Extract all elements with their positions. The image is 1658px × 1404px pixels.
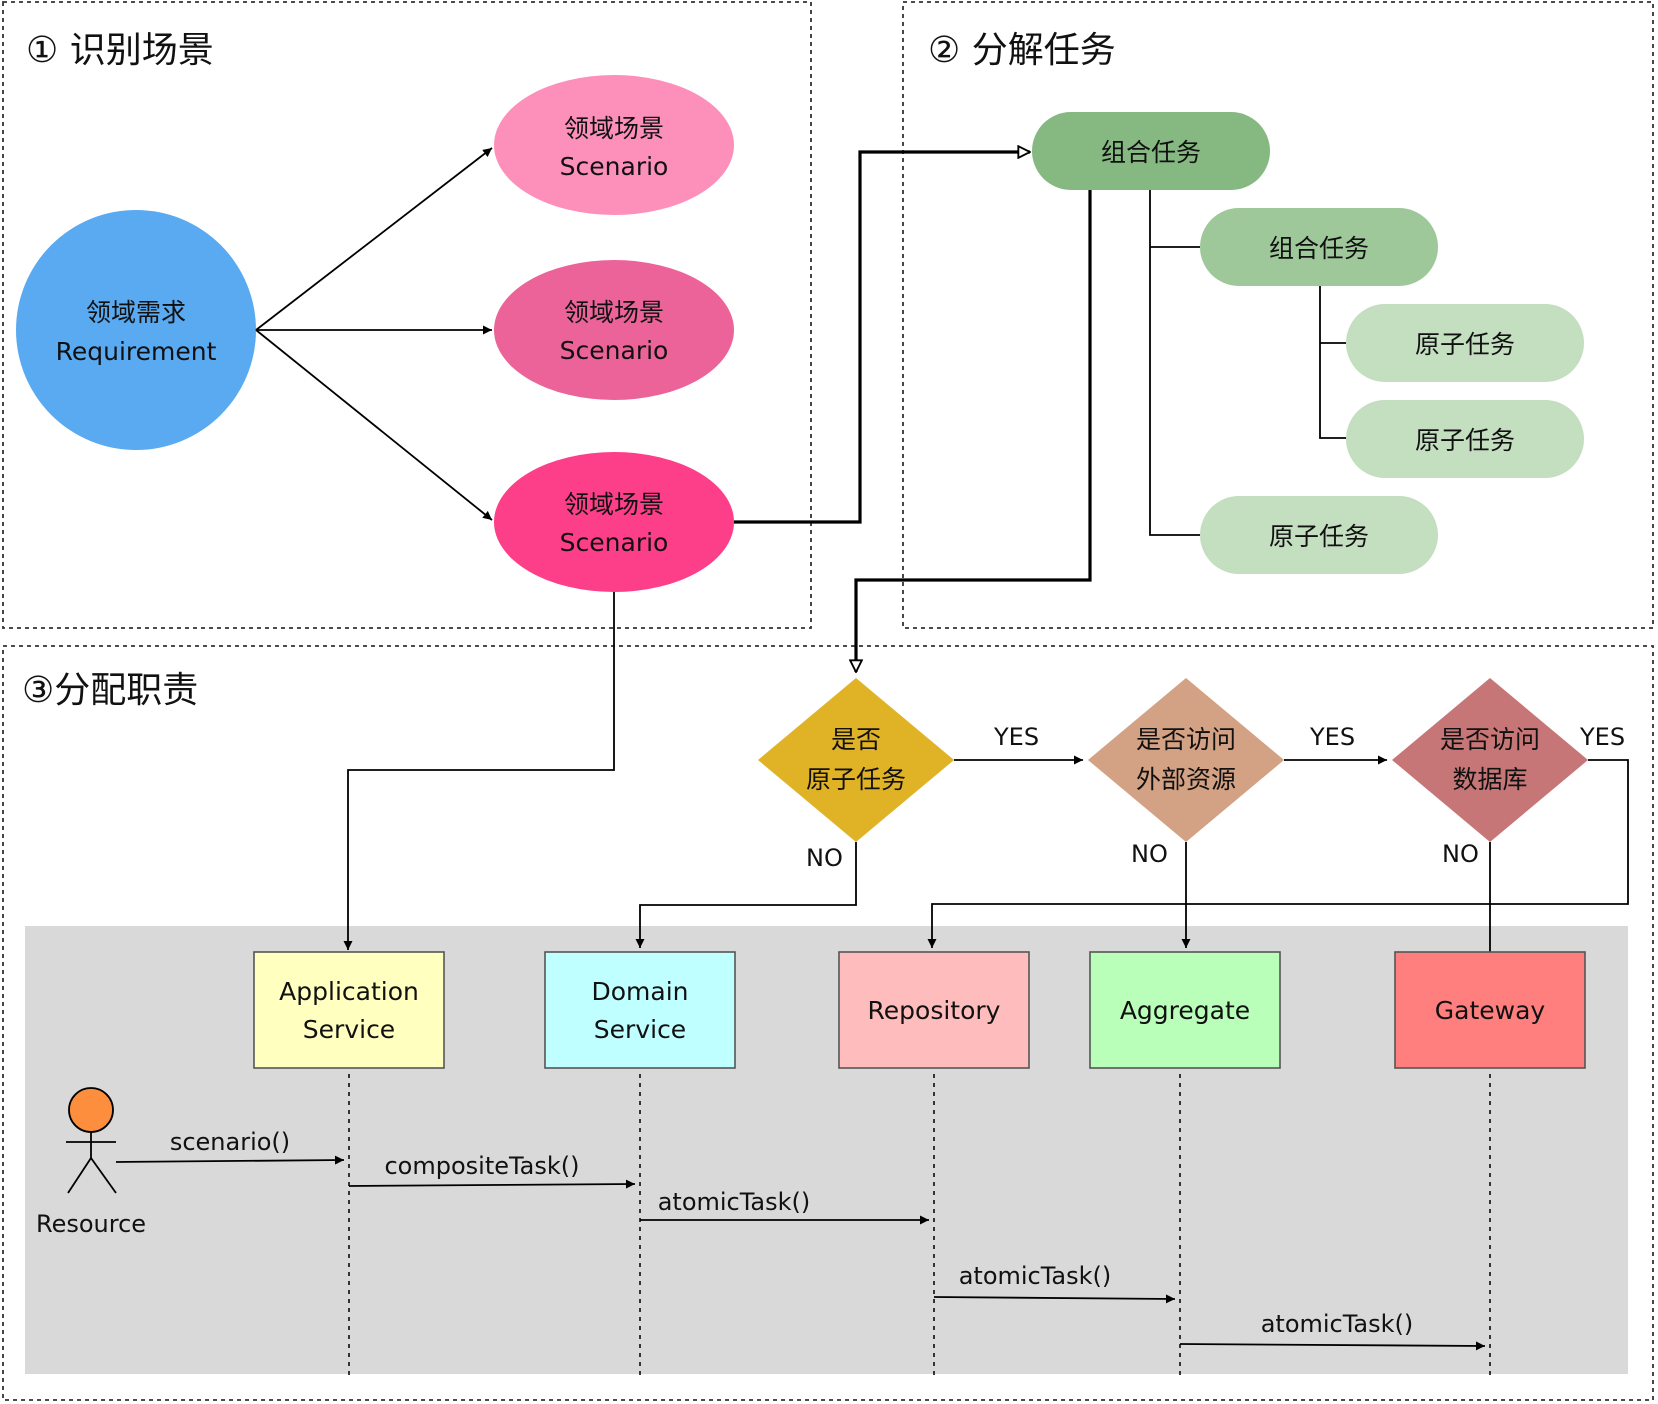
edge-yes-3	[927, 759, 1629, 948]
component-application-service	[253, 951, 445, 1069]
message-composite-task-label: compositeTask()	[384, 1152, 579, 1180]
edge-requirement-scenario-3	[255, 329, 493, 521]
scenario-2-label-en: Scenario	[560, 336, 669, 365]
composite-task-child	[1200, 208, 1438, 286]
scenario-1-label-en: Scenario	[560, 152, 669, 181]
component-application-service-line1: Application	[279, 977, 419, 1006]
section-title-decompose: ② 分解任务	[928, 30, 1116, 71]
scenario-2-label-cn: 领域场景	[564, 298, 664, 327]
decision-atomic	[758, 678, 954, 842]
component-repository	[838, 951, 1030, 1069]
decision-external-line1: 是否访问	[1136, 725, 1236, 754]
component-application-service-line2: Service	[303, 1015, 395, 1044]
scenario-node-1	[494, 75, 734, 215]
component-gateway	[1394, 951, 1586, 1069]
atomic-task-3-label: 原子任务	[1269, 522, 1369, 551]
decision-external-resource	[1088, 678, 1284, 842]
no-label-1: NO	[806, 844, 843, 872]
edge-composite-to-decision	[856, 190, 1092, 672]
component-domain-service-line1: Domain	[591, 977, 688, 1006]
component-aggregate-label: Aggregate	[1120, 996, 1250, 1025]
composite-task-child-label: 组合任务	[1269, 234, 1369, 263]
decision-database	[1392, 678, 1588, 842]
edge-no-1	[635, 842, 857, 948]
atomic-task-2	[1346, 400, 1584, 478]
actor-label: Resource	[36, 1210, 146, 1238]
no-label-3: NO	[1442, 840, 1479, 868]
component-repository-label: Repository	[868, 996, 1001, 1025]
atomic-task-3	[1200, 496, 1438, 574]
component-domain-service	[544, 951, 736, 1069]
decision-atomic-line2: 原子任务	[806, 765, 906, 794]
requirement-label-cn: 领域需求	[86, 298, 186, 327]
actor-leg-left	[67, 1157, 92, 1194]
component-gateway-label: Gateway	[1435, 996, 1546, 1025]
section-title-identify: ① 识别场景	[26, 30, 214, 71]
decision-database-line2: 数据库	[1452, 765, 1527, 794]
section-title-assign: ③分配职责	[22, 670, 198, 711]
requirement-node	[16, 210, 256, 450]
atomic-task-1	[1346, 304, 1584, 382]
scenario-node-2	[494, 260, 734, 400]
edge-scenario-to-composite-task	[734, 152, 1030, 524]
message-atomic-task-1-label: atomicTask()	[658, 1188, 811, 1216]
composite-task-root	[1032, 112, 1270, 190]
message-atomic-task-3	[1179, 1341, 1486, 1351]
yes-label-2: YES	[1309, 723, 1355, 751]
section-frame-assign	[2, 645, 1654, 1401]
tree-connector-root	[1149, 190, 1200, 536]
message-scenario	[115, 1155, 345, 1165]
composite-task-root-label: 组合任务	[1101, 138, 1201, 167]
edge-requirement-scenario-1	[255, 147, 493, 331]
message-atomic-task-2	[933, 1294, 1176, 1304]
message-scenario-label: scenario()	[170, 1128, 290, 1156]
message-atomic-task-2-label: atomicTask()	[959, 1262, 1112, 1290]
atomic-task-2-label: 原子任务	[1415, 426, 1515, 455]
scenario-1-label-cn: 领域场景	[564, 114, 664, 143]
decision-external-line2: 外部资源	[1136, 765, 1236, 794]
yes-label-1: YES	[993, 723, 1039, 751]
scenario-node-3	[494, 452, 734, 592]
actor-head	[68, 1087, 114, 1133]
decision-database-line1: 是否访问	[1440, 725, 1540, 754]
scenario-3-label-cn: 领域场景	[564, 490, 664, 519]
no-label-2: NO	[1131, 840, 1168, 868]
section-frame-identify	[2, 1, 812, 629]
tree-connector-child	[1319, 285, 1346, 439]
edge-scenario-to-application-service	[343, 592, 615, 950]
message-atomic-task-3-label: atomicTask()	[1261, 1310, 1414, 1338]
yes-label-3: YES	[1579, 723, 1625, 751]
decision-atomic-line1: 是否	[831, 725, 881, 754]
atomic-task-1-label: 原子任务	[1415, 330, 1515, 359]
component-domain-service-line2: Service	[594, 1015, 686, 1044]
actor-leg-right	[90, 1157, 117, 1194]
component-aggregate	[1089, 951, 1281, 1069]
scenario-3-label-en: Scenario	[560, 528, 669, 557]
requirement-label-en: Requirement	[56, 337, 217, 366]
message-composite-task	[348, 1179, 636, 1189]
